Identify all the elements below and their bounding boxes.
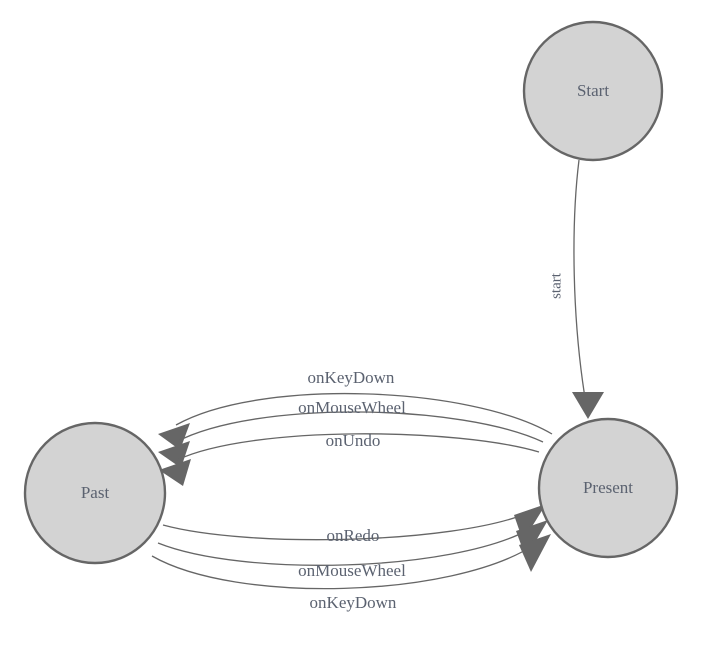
edge-past-to-present-onmousewheel-path (157, 528, 531, 566)
node-present-circle (537, 417, 679, 559)
arrowhead-into-past-2 (158, 441, 190, 468)
node-past-label: Past (81, 483, 110, 502)
edge-present-to-past-onkeydown-path (175, 393, 553, 435)
edge-past-to-present-onkeydown[interactable]: onKeyDown (151, 534, 551, 612)
arrowhead-into-present-3 (519, 534, 551, 572)
node-start-label: Start (577, 81, 609, 100)
node-present-label: Present (583, 478, 633, 497)
edge-label-past-present-onmousewheel: onMouseWheel (298, 561, 406, 580)
node-start-circle (522, 20, 664, 162)
edge-present-to-past-onkeydown[interactable]: onKeyDown (158, 368, 553, 450)
edge-label-start: start (548, 272, 564, 299)
edge-past-to-present-onkeydown-path (151, 544, 535, 590)
edge-present-to-past-onmousewheel-path (175, 411, 544, 443)
edge-label-past-present-onkeydown: onKeyDown (310, 593, 397, 612)
edge-label-past-present-onredo: onRedo (327, 526, 380, 545)
edge-label-present-past-onmousewheel: onMouseWheel (298, 398, 406, 417)
edge-past-to-present-onredo-path (162, 512, 529, 541)
node-past-circle (23, 421, 167, 565)
edge-start-to-present-path (573, 159, 587, 405)
arrowhead-into-past-3 (159, 459, 191, 486)
node-start[interactable]: Start (522, 20, 664, 162)
edge-start-to-present[interactable]: start (548, 159, 604, 419)
node-past[interactable]: Past (23, 421, 167, 565)
node-present[interactable]: Present (537, 417, 679, 559)
edge-past-to-present-onredo[interactable]: onRedo (162, 504, 546, 545)
arrowhead-into-present-top (572, 392, 604, 419)
edge-label-present-past-onkeydown: onKeyDown (308, 368, 395, 387)
edge-present-to-past-onundo[interactable]: onUndo (159, 431, 540, 486)
edge-present-to-past-onmousewheel[interactable]: onMouseWheel (158, 398, 544, 468)
edge-present-to-past-onundo-path (176, 433, 540, 461)
edge-label-present-past-onundo: onUndo (326, 431, 381, 450)
arrowhead-into-past-1 (158, 423, 190, 450)
